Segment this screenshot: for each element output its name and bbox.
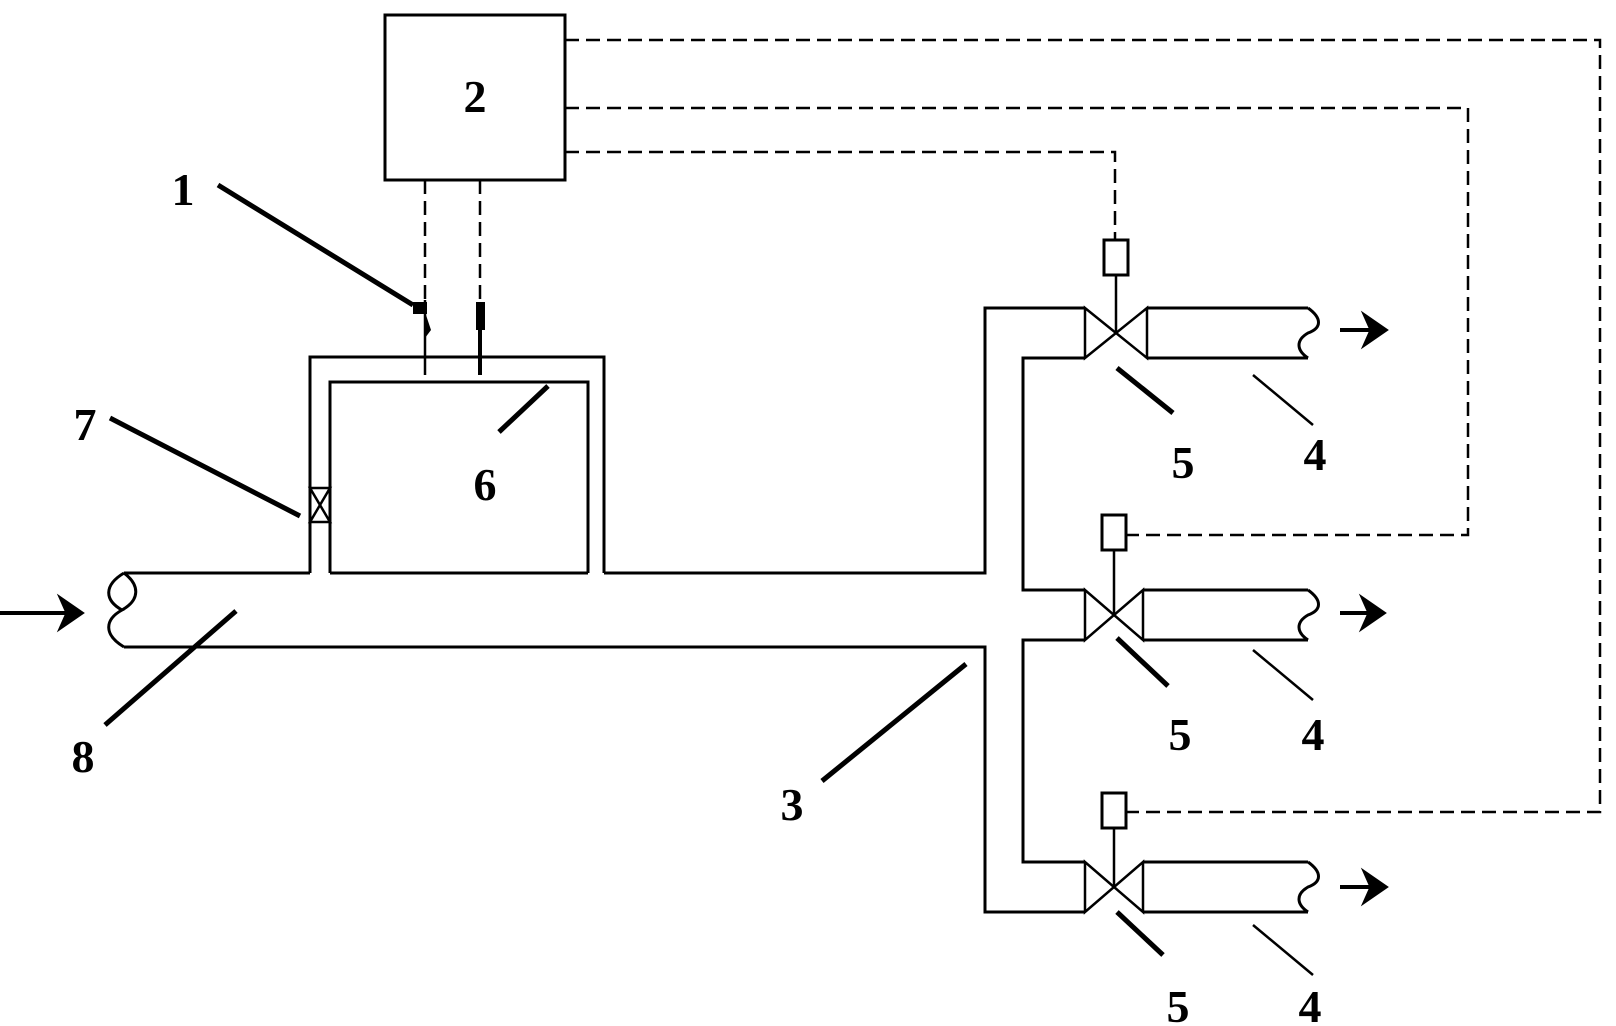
- inlet-arrow: [0, 593, 85, 633]
- outlet-arrow-middle: [1340, 593, 1387, 633]
- valve-top: [1083, 238, 1320, 361]
- chamber: [308, 355, 606, 573]
- outlet-arrow-top: [1340, 310, 1389, 350]
- label-outlet-middle: 4: [1302, 709, 1325, 760]
- main-pipe: [107, 306, 1085, 914]
- label-controller: 2: [464, 71, 487, 122]
- manifold: [1021, 356, 1085, 864]
- label-sensor: 1: [172, 164, 195, 215]
- label-chamber: 6: [474, 459, 497, 510]
- label-manifold: 3: [781, 779, 804, 830]
- valve-middle: [1083, 513, 1320, 643]
- label-valve-middle: 5: [1169, 709, 1192, 760]
- label-main-pipe: 8: [72, 731, 95, 782]
- label-valve-top: 5: [1172, 437, 1195, 488]
- leader-lines: [103, 182, 1314, 976]
- outlet-arrow-bottom: [1340, 867, 1389, 907]
- label-valve-bottom: 5: [1167, 981, 1190, 1026]
- bypass-valve: [307, 486, 333, 524]
- sensor-signal-lines: [423, 180, 482, 300]
- label-outlet-bottom: 4: [1299, 981, 1322, 1026]
- valve-signal-lines: [565, 38, 1602, 814]
- controller-box: [383, 13, 567, 182]
- label-bypass-valve: 7: [74, 399, 97, 450]
- label-outlet-top: 4: [1304, 429, 1327, 480]
- sensor-probes: [413, 300, 485, 375]
- valve-bottom: [1083, 791, 1320, 915]
